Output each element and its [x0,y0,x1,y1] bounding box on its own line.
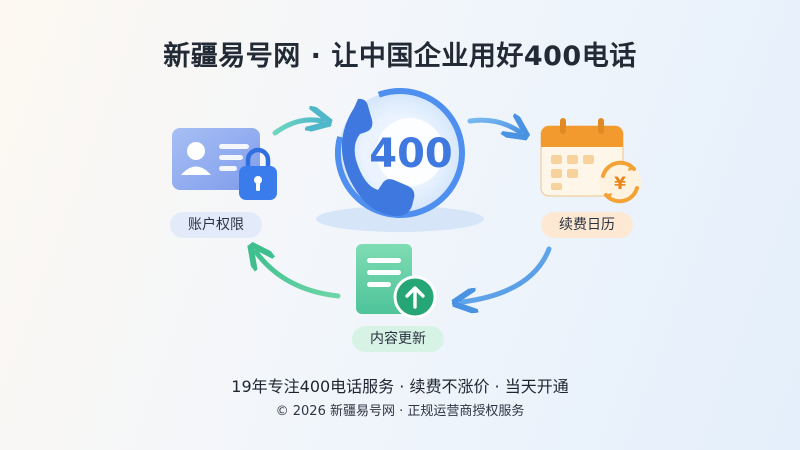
document-upload-icon [356,244,437,319]
copyright-text: © 2026 新疆易号网 · 正规运营商授权服务 [275,404,525,419]
phone-icon [316,88,484,232]
phone-number-text: 400 [369,131,453,177]
label-content-update: 内容更新 [352,326,444,352]
calendar-renew-icon [540,118,641,204]
arrow-renew-to-content [462,246,552,302]
service-highlights: 19年专注400电话服务 · 续费不涨价 · 当天开通 [231,377,569,396]
label-renewal-calendar: 续费日历 [541,212,633,238]
arrow-phone-to-renew [467,120,520,132]
arrow-account-to-phone [272,120,322,136]
id-card-lock-icon [172,128,277,200]
page-title: 新疆易号网 · 让中国企业用好400电话 [163,41,637,72]
arrow-content-to-account [256,252,341,299]
currency-symbol: ¥ [614,174,626,194]
label-account-permissions: 账户权限 [170,212,262,238]
